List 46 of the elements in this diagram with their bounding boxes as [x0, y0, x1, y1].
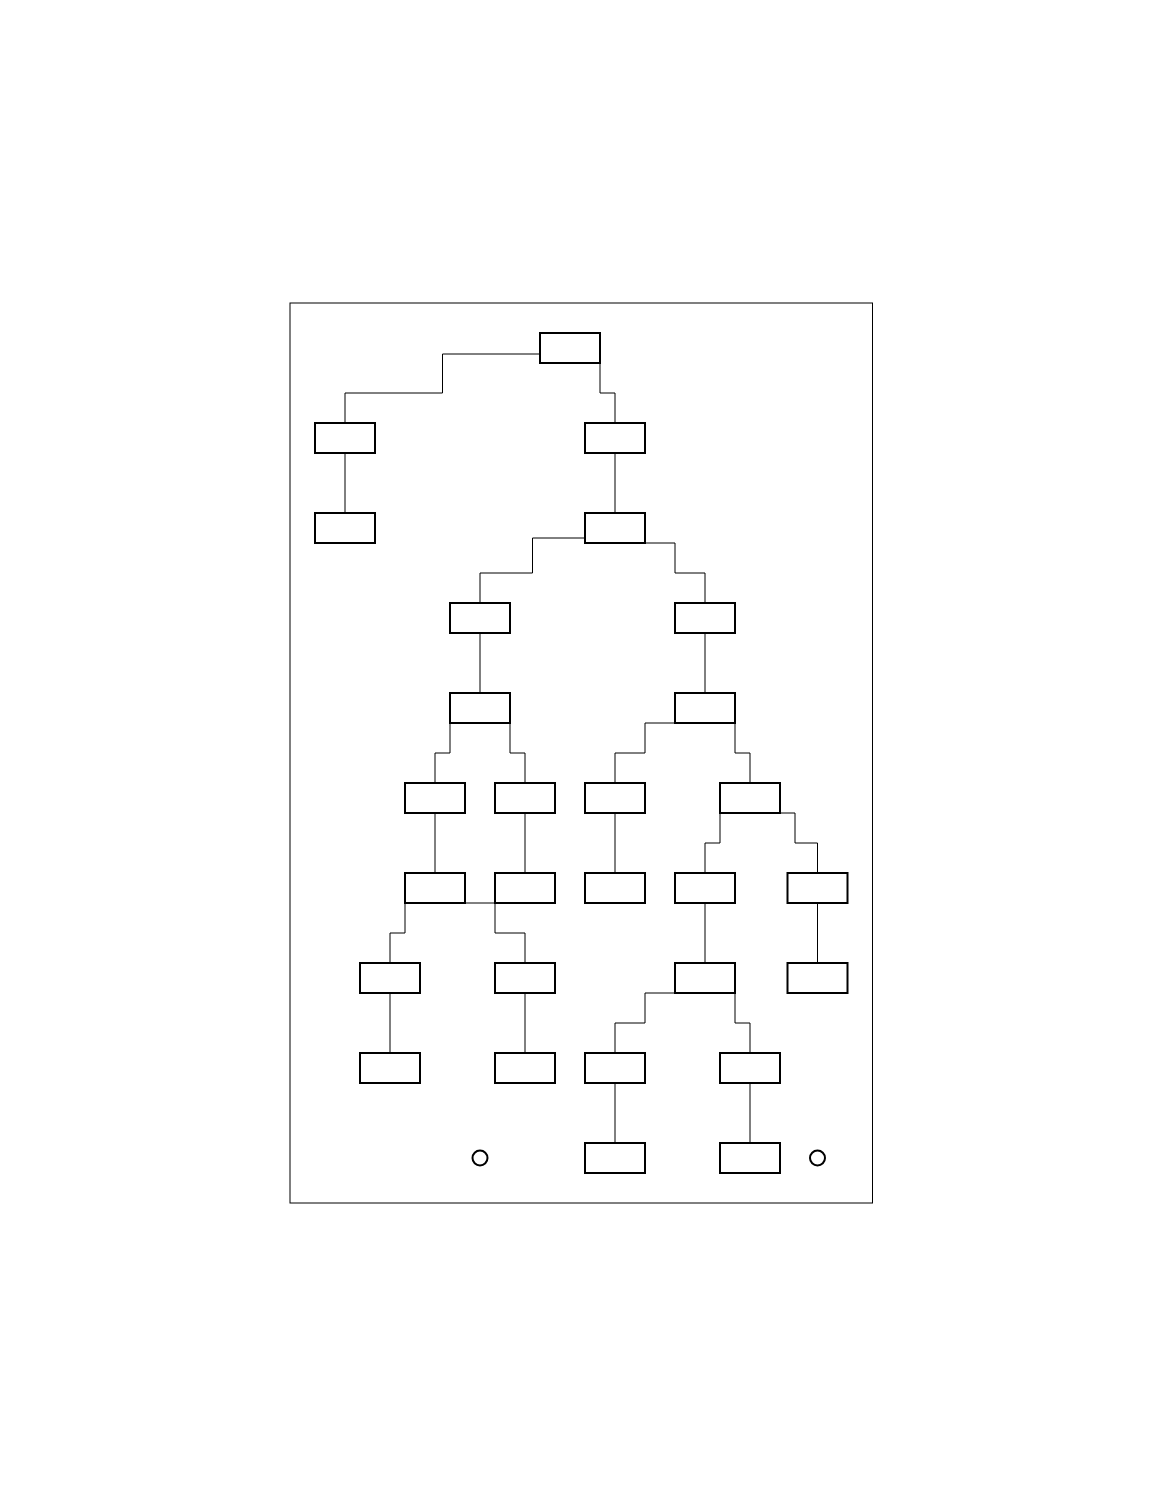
connector	[344, 452, 346, 514]
node-box	[448, 692, 511, 724]
node-circle	[471, 1149, 489, 1167]
node-box	[493, 1052, 556, 1084]
node-box	[358, 1052, 421, 1084]
connector	[524, 812, 526, 874]
node-box	[493, 962, 556, 994]
node-circle	[808, 1149, 826, 1167]
node-box	[583, 872, 646, 904]
connector	[644, 542, 706, 604]
connector	[614, 452, 616, 514]
node-box	[718, 1142, 781, 1174]
connector	[464, 902, 526, 964]
node-box	[786, 962, 849, 994]
node-box	[673, 692, 736, 724]
node-box	[673, 962, 736, 994]
node-box	[583, 1142, 646, 1174]
connector	[434, 812, 436, 874]
node-box	[718, 782, 781, 814]
node-box	[583, 422, 646, 454]
connector	[524, 992, 526, 1054]
node-box	[448, 602, 511, 634]
node-box	[583, 782, 646, 814]
node-box	[403, 782, 466, 814]
connector	[479, 632, 481, 694]
node-box	[313, 422, 376, 454]
connector	[614, 812, 616, 874]
connector	[816, 902, 818, 964]
node-box	[538, 332, 601, 364]
connector	[749, 1082, 751, 1144]
node-box	[583, 512, 646, 544]
connector	[389, 992, 391, 1054]
node-box	[786, 872, 849, 904]
node-box	[403, 872, 466, 904]
node-box	[673, 602, 736, 634]
connector	[704, 632, 706, 694]
node-box	[493, 782, 556, 814]
cluster	[289, 302, 873, 1204]
node-box	[493, 872, 556, 904]
node-box	[313, 512, 376, 544]
connector	[614, 1082, 616, 1144]
connector	[704, 902, 706, 964]
node-box	[673, 872, 736, 904]
node-box	[718, 1052, 781, 1084]
node-box	[583, 1052, 646, 1084]
node-box	[358, 962, 421, 994]
